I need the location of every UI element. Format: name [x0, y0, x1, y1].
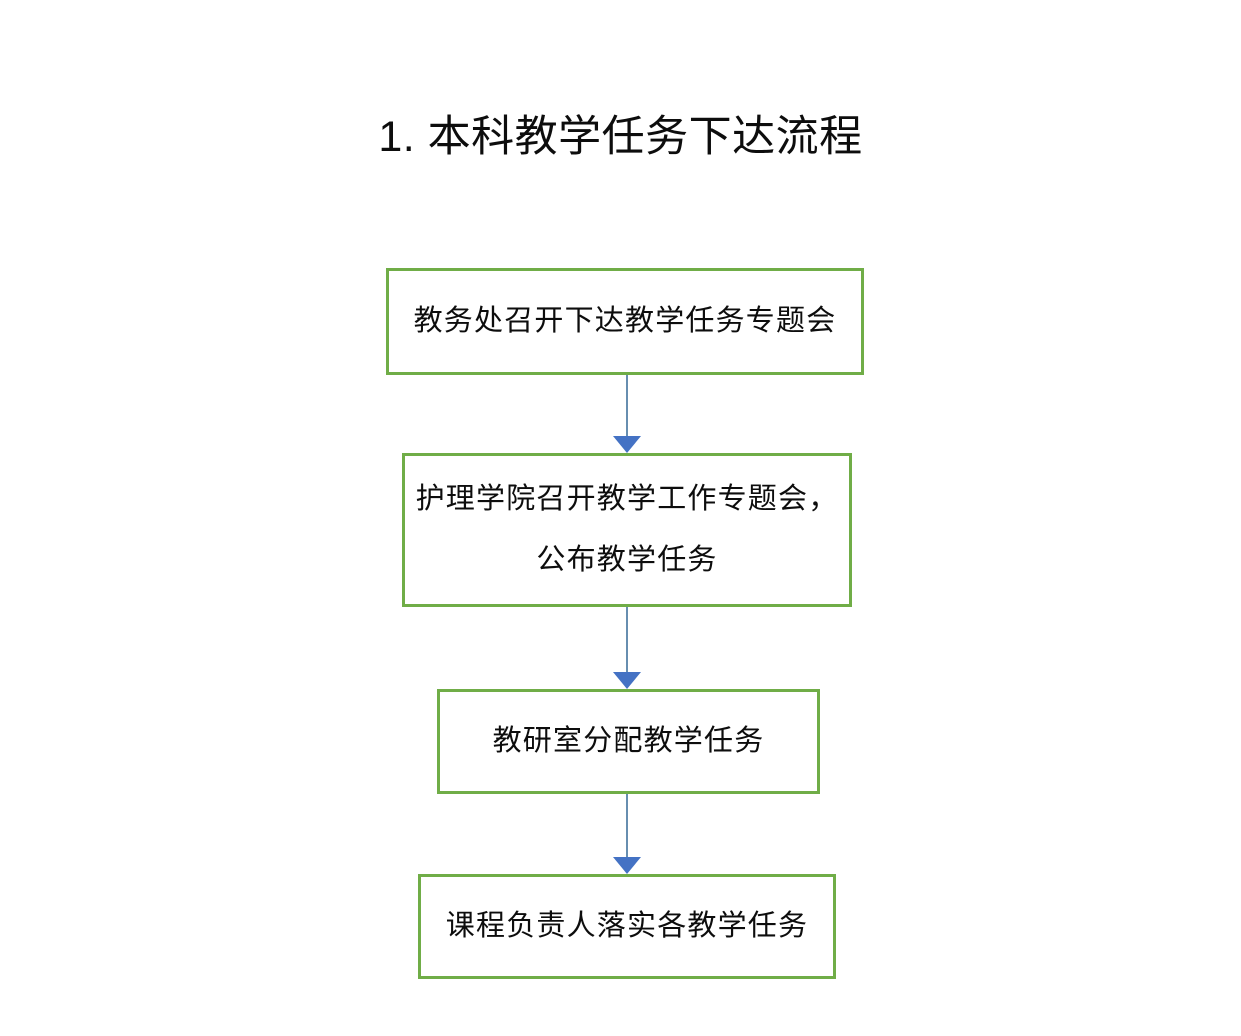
connector-3 [613, 794, 641, 874]
flow-node-2[interactable]: 护理学院召开教学工作专题会， 公布教学任务 [402, 453, 852, 607]
flow-node-3-label: 教研室分配教学任务 [492, 725, 765, 757]
flow-node-2-label: 护理学院召开教学工作专题会， 公布教学任务 [415, 483, 839, 576]
connector-1 [613, 375, 641, 453]
flow-node-4-label: 课程负责人落实各教学任务 [445, 910, 809, 942]
flow-node-3[interactable]: 教研室分配教学任务 [437, 689, 820, 794]
flow-node-4[interactable]: 课程负责人落实各教学任务 [418, 874, 836, 979]
page-title: 1. 本科教学任务下达流程 [378, 113, 863, 161]
flow-node-1[interactable]: 教务处召开下达教学任务专题会 [386, 268, 864, 375]
flow-node-1-label: 教务处召开下达教学任务专题会 [413, 305, 837, 337]
connector-2 [613, 607, 641, 689]
